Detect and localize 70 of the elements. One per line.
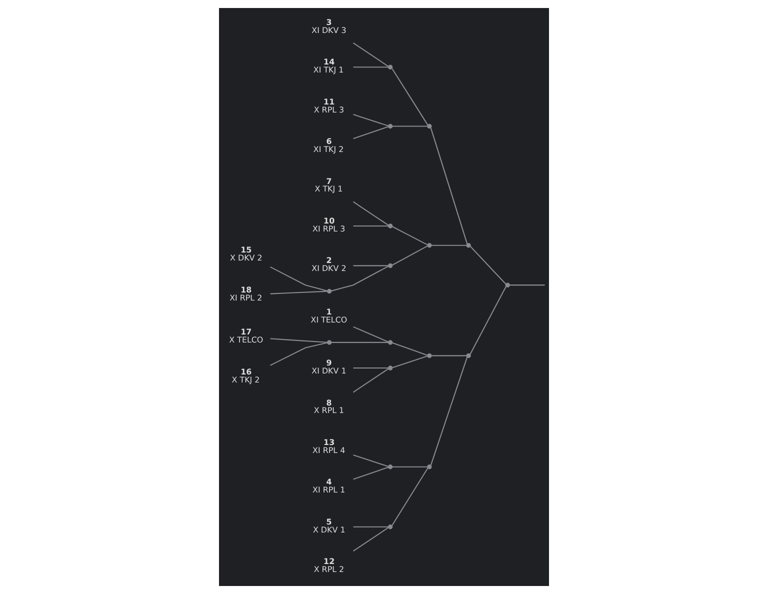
node-point xyxy=(427,124,432,129)
connector xyxy=(352,368,389,393)
connector xyxy=(470,246,506,284)
connector xyxy=(432,244,466,246)
node-text: 3 XI DKV 3 xyxy=(312,18,346,35)
node-point xyxy=(427,464,432,470)
node-text: 12 X RPL 2 xyxy=(314,557,344,574)
node-point xyxy=(505,282,510,288)
connector xyxy=(392,466,428,468)
connector xyxy=(270,266,328,292)
node-text: 4 XI RPL 1 xyxy=(312,478,346,495)
node-text: 14 XI TKJ 1 xyxy=(313,58,344,75)
connector xyxy=(353,368,388,369)
node-text: 6 XI TKJ 2 xyxy=(313,137,344,154)
connector xyxy=(392,126,428,127)
connector xyxy=(353,66,388,68)
connector xyxy=(353,326,389,342)
node-text: 2 XI DKV 2 xyxy=(312,256,346,274)
node-point xyxy=(427,243,432,248)
connector xyxy=(470,286,507,355)
node-text: 1 XI TELCO xyxy=(310,307,348,324)
connector xyxy=(392,68,428,126)
node-text: 7 X TKJ 1 xyxy=(314,176,343,194)
connector xyxy=(353,225,388,226)
node-point xyxy=(388,340,393,345)
node-point xyxy=(466,353,471,358)
node-point xyxy=(388,524,393,530)
connector xyxy=(353,114,388,126)
node-point xyxy=(388,124,393,129)
node-point xyxy=(326,288,332,294)
connector xyxy=(270,338,328,343)
connector xyxy=(392,246,428,266)
node-text: 10 XI RPL 3 xyxy=(312,216,346,234)
node-text: 9 XI DKV 1 xyxy=(312,358,346,376)
connector xyxy=(331,266,388,292)
node-text: 5 X DKV 1 xyxy=(312,517,346,534)
connector xyxy=(353,454,388,467)
connector xyxy=(352,42,389,67)
node-point xyxy=(388,224,393,228)
node-text: 8 X RPL 1 xyxy=(314,398,344,416)
connector xyxy=(353,526,388,528)
node-point xyxy=(326,340,332,345)
connector xyxy=(430,128,468,244)
node-point xyxy=(388,64,393,70)
node-text: 15 X DKV 2 xyxy=(230,246,262,263)
connector xyxy=(270,290,328,294)
node-point xyxy=(388,366,393,370)
connector xyxy=(392,342,428,356)
node-text: 11 X RPL 3 xyxy=(314,97,344,114)
connector xyxy=(353,466,389,480)
node-point xyxy=(466,243,471,248)
connector xyxy=(432,355,466,356)
connector xyxy=(392,468,428,526)
connector xyxy=(392,226,428,246)
node-text: 13 XI RPL 4 xyxy=(312,438,346,455)
node-point xyxy=(388,263,393,268)
node-text: 18 XI RPL 2 xyxy=(230,285,262,302)
connector xyxy=(353,126,389,140)
connector xyxy=(270,342,328,366)
node-text: 16 X TKJ 2 xyxy=(232,367,260,384)
connector xyxy=(331,342,388,343)
connector xyxy=(353,265,388,266)
node-point xyxy=(427,353,432,358)
node-text: 17 X TELCO xyxy=(229,328,264,345)
connector xyxy=(352,201,389,226)
connector xyxy=(510,284,545,286)
connector xyxy=(430,356,468,466)
connector xyxy=(392,356,428,368)
connector xyxy=(352,527,389,552)
node-point xyxy=(388,464,393,470)
